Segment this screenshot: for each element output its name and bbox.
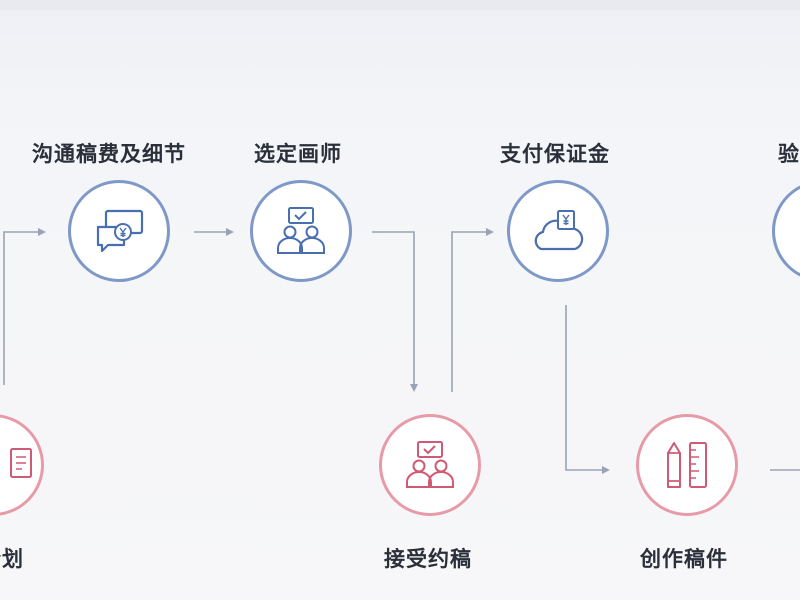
two-people-board-icon [401,439,459,491]
step-label-select-artist: 选定画师 [254,142,342,166]
cloud-payment-icon [529,205,587,257]
step-label-create-work: 创作稿件 [640,547,728,571]
pencil-ruler-icon [658,437,716,493]
connector-plan-to-communicate [3,228,46,385]
chat-bubbles-yen-icon [90,205,148,257]
top-strip [0,0,800,10]
step-node-select-artist [250,180,352,282]
step-node-create-work [636,414,738,516]
step-node-communicate [68,180,170,282]
step-node-accept-commission [379,414,481,516]
step-label-accept-commission: 接受约稿 [384,547,472,571]
step-node-pay-deposit [507,180,609,282]
connector-select-to-accept [372,231,418,392]
step-label-pay-deposit: 支付保证金 [500,142,610,166]
step-label-accept-check: 验 [778,142,800,166]
step-label-communicate: 沟通稿费及细节 [32,142,186,166]
document-icon [7,445,37,485]
connector-pay-to-create [565,305,610,474]
two-people-board-icon [272,205,330,257]
step-label-plan: 企划 [0,547,24,571]
connector-accept-to-pay [451,228,494,392]
